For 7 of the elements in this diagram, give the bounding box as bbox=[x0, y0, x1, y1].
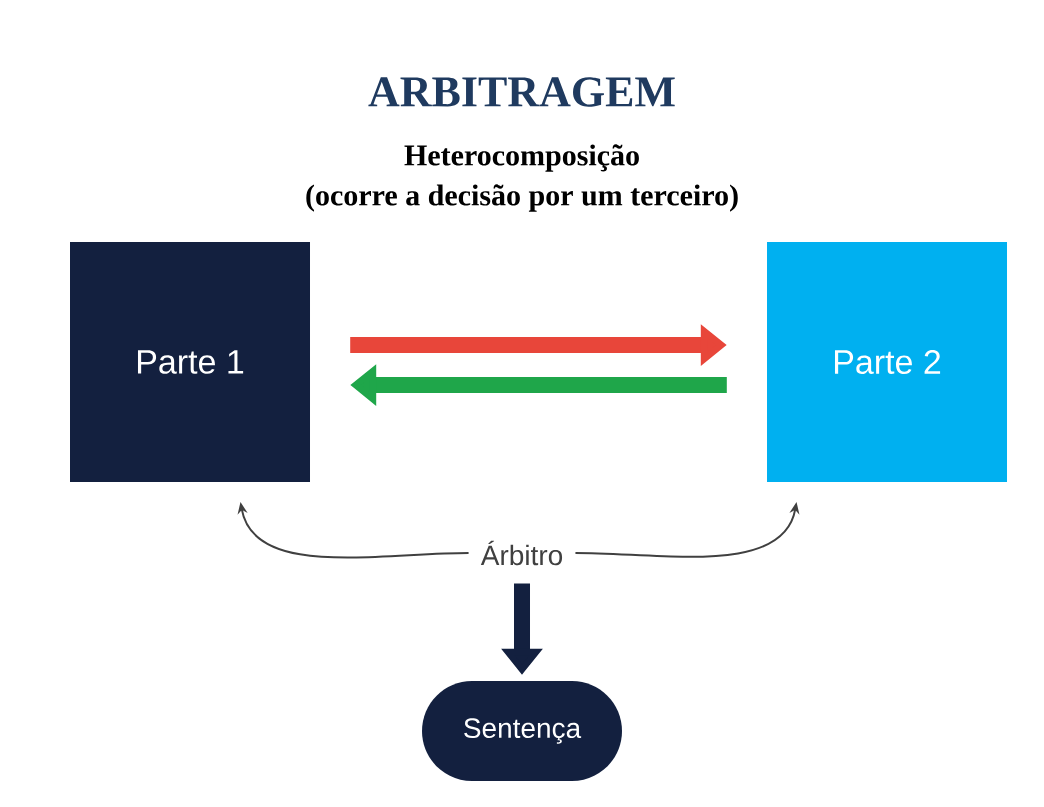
title: ARBITRAGEM bbox=[368, 77, 675, 107]
party-box: Parte 1 bbox=[70, 242, 310, 482]
result-pill: Sentença bbox=[422, 681, 622, 781]
role-label: Árbitro bbox=[480, 540, 563, 566]
subtitle: Heterocomposição bbox=[404, 144, 639, 172]
subtitle: (ocorre a decisão por um terceiro) bbox=[306, 184, 738, 212]
party-box: Parte 2 bbox=[767, 242, 1007, 482]
